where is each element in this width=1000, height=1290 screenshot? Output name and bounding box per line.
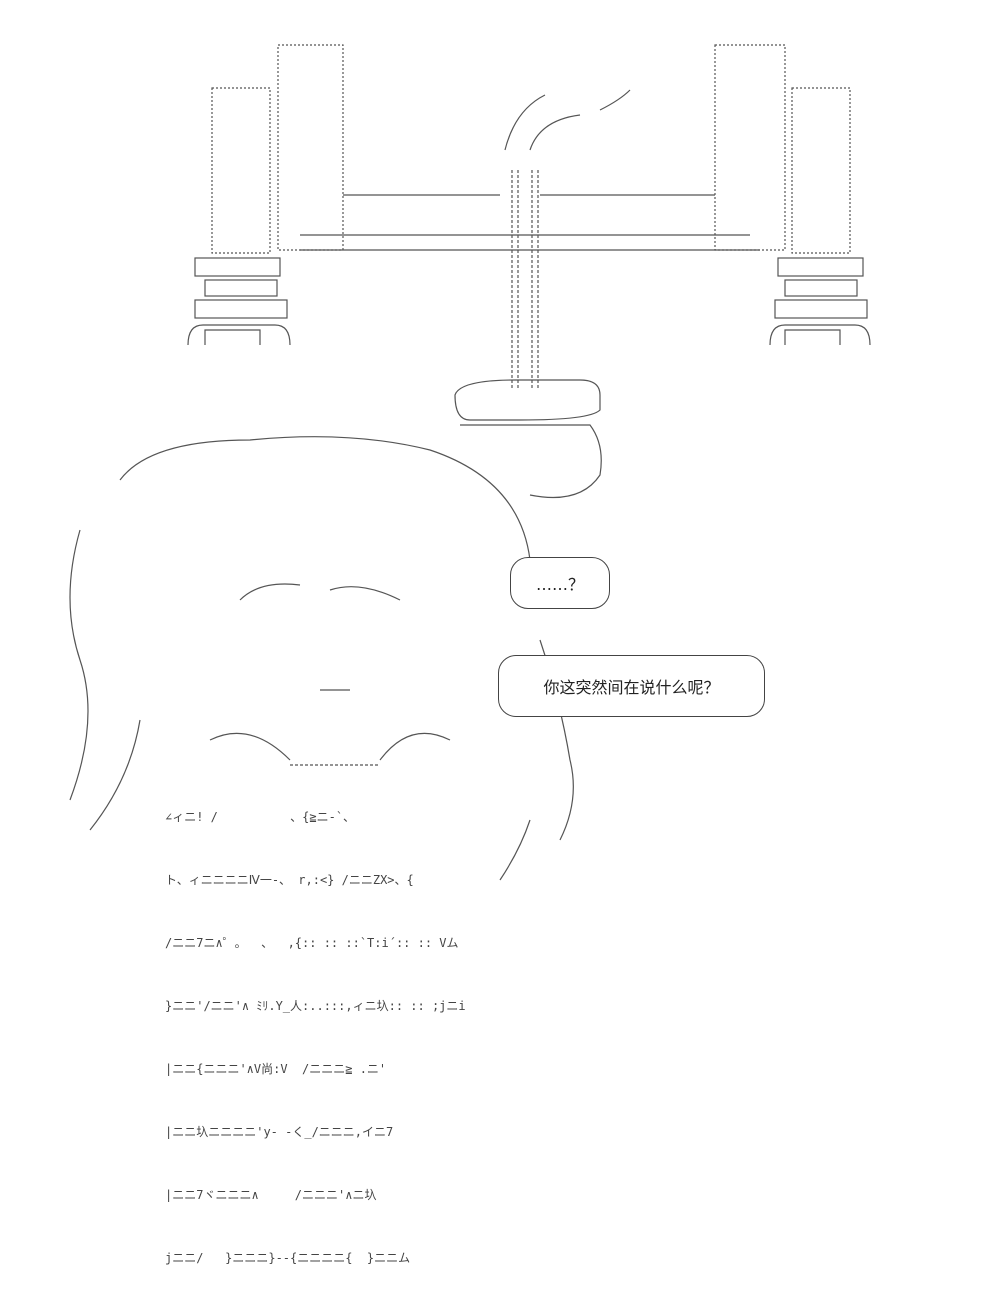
speech-bubble-small: ……？ bbox=[510, 557, 610, 609]
speech-bubble-large: 你这突然间在说什么呢？ bbox=[498, 655, 765, 717]
right-pillar bbox=[714, 44, 851, 254]
art-line: |ニニ{ニニニ'∧V尚:V /ニニニ≧ .ニ' bbox=[165, 1062, 387, 1076]
left-pillar bbox=[211, 44, 344, 254]
left-base bbox=[187, 257, 291, 346]
art-line: /ニニ7ニ∧゜。 、 ,{:: :: ::`T:i´:: :: Vム bbox=[165, 936, 459, 950]
right-base bbox=[769, 257, 871, 346]
bubble-small-text: ……？ bbox=[535, 575, 584, 594]
ascii-art-illustration bbox=[69, 44, 871, 881]
art-line: ∠ィニ! / 、{≧ニ-`、 bbox=[165, 810, 356, 824]
art-line: |ニニ7ヾニニニ∧ /ニニニ'∧ニ圦 bbox=[165, 1188, 377, 1202]
art-line: jニニ/ }ニニニ}--{ニニニニ{ }ニニム bbox=[165, 1251, 411, 1265]
art-line: |ニニ圦ニニニニ'y- -く_/ニニニ,イニ7 bbox=[165, 1125, 394, 1139]
ascii-art-bottom: ∠ィニ! / 、{≧ニ-`、 ト、ィニニニニⅣ一‐、 r,:<} /ニニZX>、… bbox=[165, 765, 466, 1290]
art-line: }ニニ'/ニニ'∧ ﾐﾘ.Y_人:..:::,ィニ圦:: :: ;jニi bbox=[165, 999, 466, 1013]
art-line: ト、ィニニニニⅣ一‐、 r,:<} /ニニZX>、{ bbox=[165, 873, 414, 887]
bubble-large-text: 你这突然间在说什么呢？ bbox=[543, 678, 720, 697]
